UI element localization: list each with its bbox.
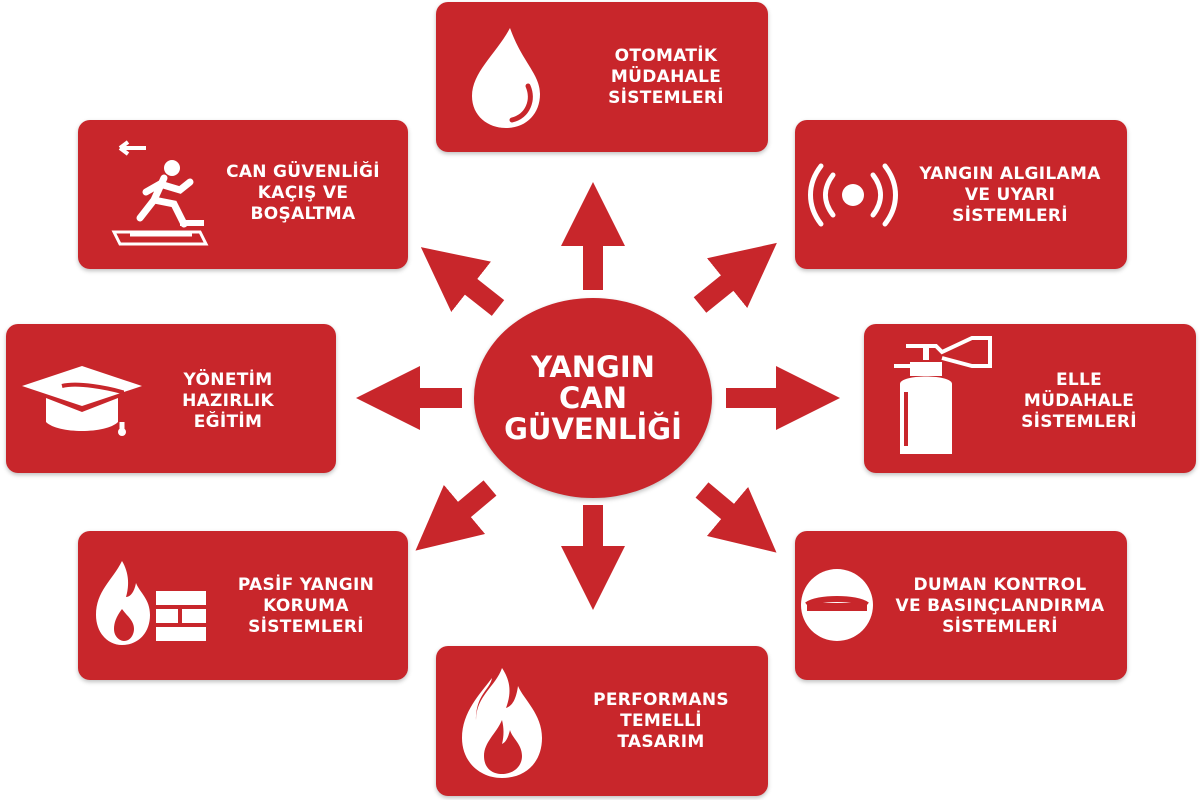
node-manual-response: ELLE MÜDAHALE SİSTEMLERİ — [864, 324, 1196, 473]
flame-wall-icon — [90, 557, 220, 651]
node-life-safety: CAN GÜVENLİĞİ KAÇIŞ VE BOŞALTMA — [78, 120, 408, 269]
emergency-exit-icon — [110, 138, 210, 252]
node-management-training: YÖNETİM HAZIRLIK EĞİTİM — [6, 324, 336, 473]
node-performance-design: PERFORMANS TEMELLİ TASARIM — [436, 646, 768, 796]
center-hub: YANGIN CAN GÜVENLİĞİ — [474, 298, 712, 498]
node-label: YANGIN ALGILAMA VE UYARI SİSTEMLERİ — [919, 164, 1101, 226]
alarm-signal-icon — [803, 160, 903, 234]
node-passive-protection: PASİF YANGIN KORUMA SİSTEMLERİ — [78, 531, 408, 680]
water-drop-icon — [466, 24, 546, 136]
arrow-up-left — [420, 247, 505, 316]
node-detection-alarm: YANGIN ALGILAMA VE UYARI SİSTEMLERİ — [795, 120, 1127, 269]
node-label: DUMAN KONTROL VE BASINÇLANDIRMA SİSTEMLE… — [895, 575, 1105, 637]
arrow-down-left — [415, 480, 497, 551]
arrow-up-right — [693, 242, 777, 313]
fire-icon — [456, 664, 548, 786]
arrow-down-right — [695, 482, 777, 553]
node-smoke-control: DUMAN KONTROL VE BASINÇLANDIRMA SİSTEMLE… — [795, 531, 1127, 680]
node-label: ELLE MÜDAHALE SİSTEMLERİ — [1021, 370, 1137, 432]
smoke-detector-icon — [797, 565, 877, 649]
hub-title: YANGIN CAN GÜVENLİĞİ — [504, 349, 682, 446]
node-automatic-response: OTOMATİK MÜDAHALE SİSTEMLERİ — [436, 2, 768, 152]
node-label: PASİF YANGIN KORUMA SİSTEMLERİ — [237, 575, 375, 637]
node-label: CAN GÜVENLİĞİ KAÇIŞ VE BOŞALTMA — [226, 162, 380, 224]
fire-extinguisher-icon — [886, 334, 996, 464]
node-label: OTOMATİK MÜDAHALE SİSTEMLERİ — [608, 46, 724, 108]
node-label: PERFORMANS TEMELLİ TASARIM — [593, 690, 729, 752]
graduation-cap-icon — [18, 364, 148, 448]
node-label: YÖNETİM HAZIRLIK EĞİTİM — [182, 370, 274, 432]
